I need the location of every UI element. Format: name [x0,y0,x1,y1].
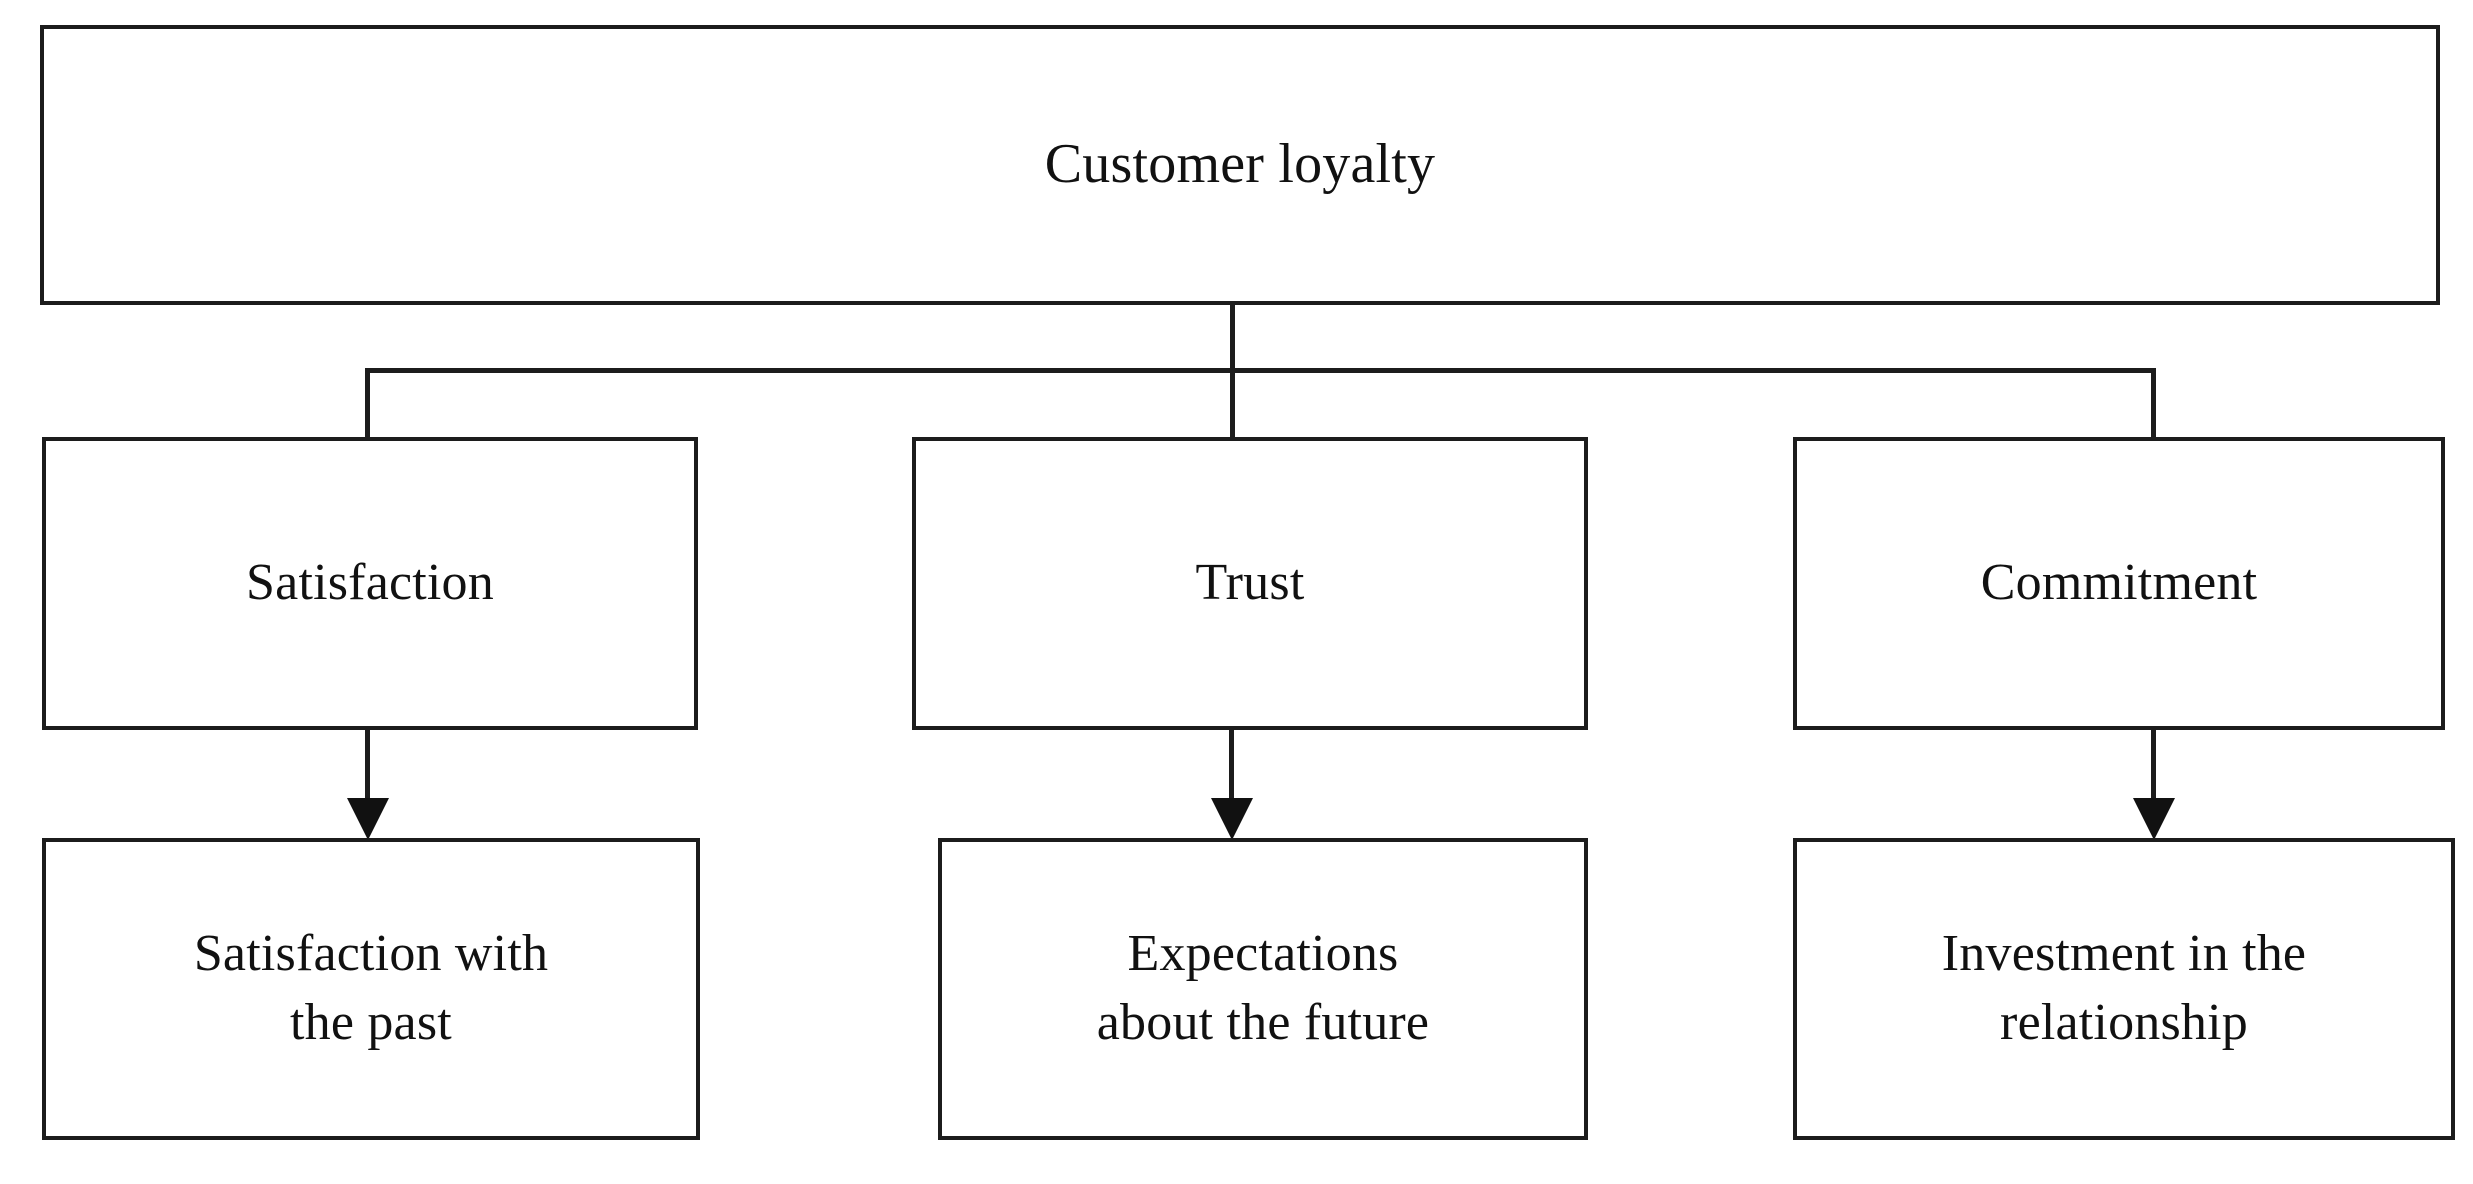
arrow-satisfaction-to-satisfaction-past [346,728,390,840]
node-trust[interactable]: Trust [912,437,1588,730]
connector-root-stem [1230,303,1235,373]
arrow-shaft [365,728,370,806]
node-customer-loyalty[interactable]: Customer loyalty [40,25,2440,305]
arrow-trust-to-expectations [1210,728,1254,840]
connector-drop-trust [1230,368,1235,440]
arrowhead-down-icon [2133,798,2175,840]
arrowhead-down-icon [1211,798,1253,840]
arrowhead-down-icon [347,798,389,840]
node-satisfaction[interactable]: Satisfaction [42,437,698,730]
connector-horizontal-bus [365,368,2156,373]
node-label-customer-loyalty: Customer loyalty [1044,133,1436,196]
arrow-shaft [2151,728,2156,806]
node-label-expectations-about-the-future: Expectations about the future [1096,925,1430,1051]
node-label-trust: Trust [1195,554,1305,612]
node-investment-in-the-relationship[interactable]: Investment in the relationship [1793,838,2455,1140]
arrow-shaft [1229,728,1234,806]
node-expectations-about-the-future[interactable]: Expectations about the future [938,838,1588,1140]
node-label-satisfaction: Satisfaction [246,554,494,612]
node-label-commitment: Commitment [1980,554,2258,612]
node-label-satisfaction-with-the-past: Satisfaction with the past [193,925,549,1051]
arrow-commitment-to-investment [2132,728,2176,840]
node-commitment[interactable]: Commitment [1793,437,2445,730]
node-satisfaction-with-the-past[interactable]: Satisfaction with the past [42,838,700,1140]
connector-drop-satisfaction [365,368,370,440]
node-label-investment-in-the-relationship: Investment in the relationship [1941,925,2307,1051]
connector-drop-commitment [2151,368,2156,440]
